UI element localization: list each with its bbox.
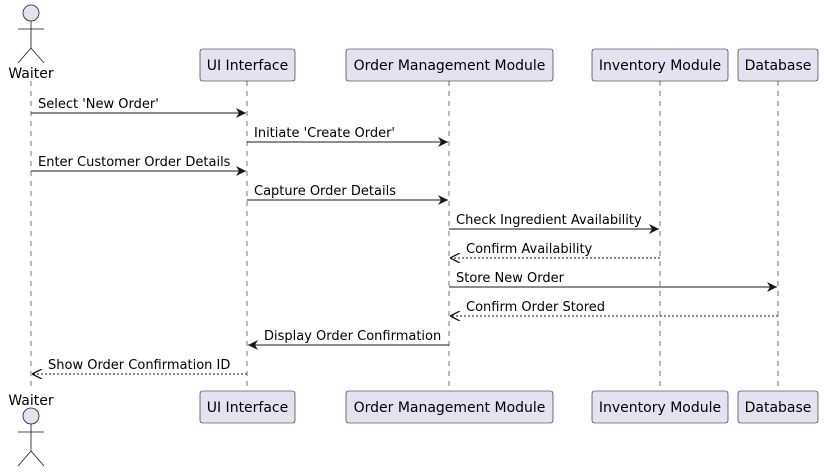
participant-label-top-db: Database bbox=[745, 58, 812, 74]
message-label: Show Order Confirmation ID bbox=[48, 358, 230, 373]
message-label: Enter Customer Order Details bbox=[38, 155, 231, 170]
message-label: Confirm Order Stored bbox=[466, 300, 605, 315]
actor-bottom-waiter-body bbox=[17, 424, 45, 467]
participant-box-top-inv bbox=[591, 48, 729, 82]
participant-label-bottom-oms: Order Management Module bbox=[354, 400, 546, 416]
message-label: Check Ingredient Availability bbox=[456, 213, 642, 228]
participant-label-bottom-waiter: Waiter bbox=[8, 393, 54, 409]
participant-label-bottom-db: Database bbox=[745, 400, 812, 416]
participant-label-top-ui: UI Interface bbox=[207, 58, 289, 74]
actor-bottom-waiter-head bbox=[22, 407, 40, 425]
message-label: Display Order Confirmation bbox=[264, 329, 441, 344]
participant-box-bottom-oms bbox=[345, 390, 554, 424]
participant-box-top-oms bbox=[345, 48, 554, 82]
message-label: Capture Order Details bbox=[254, 184, 396, 199]
participant-label-bottom-inv: Inventory Module bbox=[599, 400, 721, 416]
message-label: Store New Order bbox=[456, 271, 565, 286]
message-label: Select 'New Order' bbox=[38, 97, 159, 112]
participant-box-top-ui bbox=[199, 48, 296, 82]
participant-label-top-waiter: Waiter bbox=[8, 66, 54, 82]
actor-top-waiter-head bbox=[22, 4, 40, 22]
participant-box-bottom-inv bbox=[591, 390, 729, 424]
message-label: Initiate 'Create Order' bbox=[254, 126, 395, 141]
participant-box-top-db bbox=[737, 48, 819, 82]
actor-top-waiter-body bbox=[17, 21, 45, 64]
participant-label-top-inv: Inventory Module bbox=[599, 58, 721, 74]
message-label: Confirm Availability bbox=[466, 242, 593, 257]
participant-label-top-oms: Order Management Module bbox=[354, 58, 546, 74]
participant-box-bottom-ui bbox=[199, 390, 296, 424]
participant-box-bottom-db bbox=[737, 390, 819, 424]
participant-label-bottom-ui: UI Interface bbox=[207, 400, 289, 416]
